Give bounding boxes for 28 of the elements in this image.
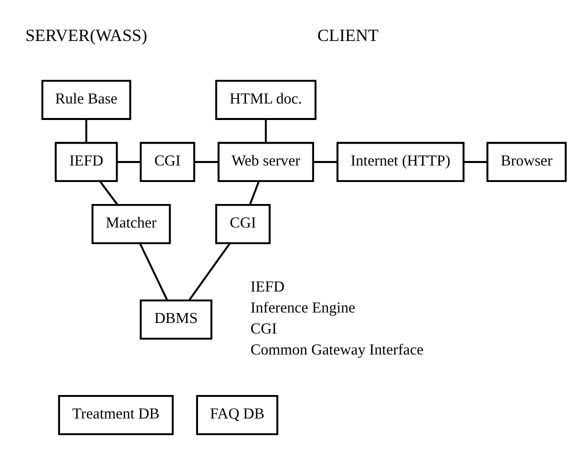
label: IEFD: [250, 278, 284, 296]
connector: [117, 161, 141, 163]
connector: [464, 161, 488, 163]
connector: [99, 180, 118, 206]
node-box: DBMS: [140, 300, 212, 340]
connector: [313, 161, 338, 163]
label: Common Gateway Interface: [250, 342, 424, 359]
node-box: Web server: [218, 142, 314, 182]
connector: [188, 242, 230, 301]
connector: [248, 180, 260, 206]
node-box: Treatment DB: [58, 395, 174, 436]
label: CGI: [250, 320, 277, 338]
node-box: Browser: [486, 142, 567, 182]
label: Inference Engine: [250, 300, 356, 317]
connector: [264, 119, 267, 143]
label: CLIENT: [317, 26, 379, 46]
connector: [194, 161, 218, 163]
node-box: Rule Base: [41, 80, 132, 120]
node-box: IEFD: [54, 142, 118, 182]
node-box: Internet (HTTP): [336, 142, 464, 182]
node-box: HTML doc.: [215, 80, 316, 120]
label: SERVER(WASS): [25, 26, 148, 46]
connector: [139, 243, 168, 301]
node-box: CGI: [215, 204, 271, 244]
node-box: Matcher: [92, 204, 171, 244]
node-box: FAQ DB: [196, 395, 278, 436]
node-box: CGI: [140, 142, 196, 182]
connector: [85, 119, 88, 143]
